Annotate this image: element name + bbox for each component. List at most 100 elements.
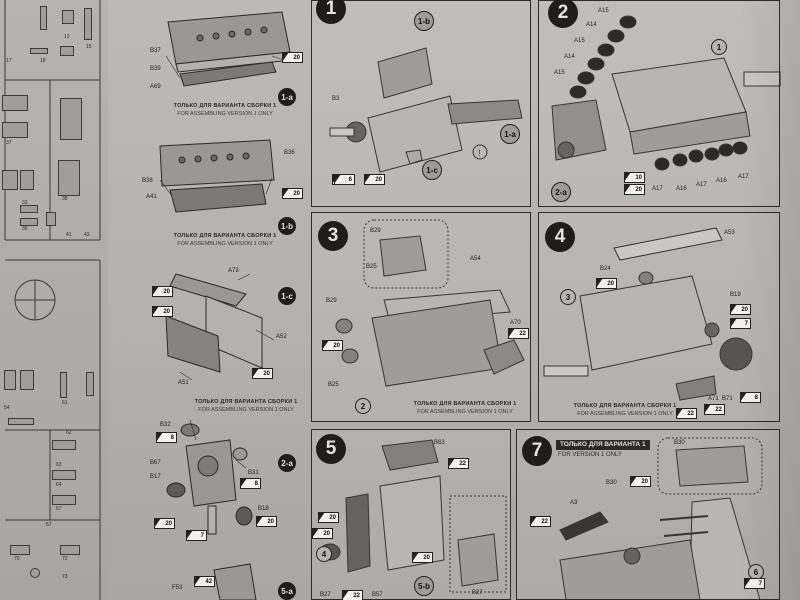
sprue-part bbox=[84, 8, 92, 40]
part-label: A69 bbox=[150, 84, 161, 90]
part-label: A16 bbox=[676, 186, 687, 192]
part-label: B38 bbox=[142, 178, 153, 184]
ref-circle-3: 3 bbox=[560, 289, 576, 305]
sprue-part bbox=[62, 10, 74, 24]
part-label: B37 bbox=[150, 48, 161, 54]
paint-tag: 20 bbox=[152, 306, 173, 317]
paint-tag: 22 bbox=[508, 328, 529, 339]
part-label: A54 bbox=[470, 256, 481, 262]
sprue-label: 67 bbox=[56, 506, 62, 512]
part-label: A17 bbox=[652, 186, 663, 192]
part-label: A3 bbox=[570, 500, 578, 506]
sprue-label: 64 bbox=[56, 482, 62, 488]
part-label: B67 bbox=[150, 460, 161, 466]
paint-tag: 20 bbox=[624, 184, 645, 195]
paint-tag: 20 bbox=[256, 516, 277, 527]
sprue-part bbox=[86, 372, 94, 396]
sprue-label: 62 bbox=[66, 430, 72, 436]
sprue-part bbox=[4, 370, 16, 390]
paint-tag: 7 bbox=[186, 530, 207, 541]
sprue-part bbox=[52, 440, 76, 450]
part-label: A53 bbox=[724, 230, 735, 236]
sprue-part bbox=[10, 545, 30, 555]
step-number-3: 3 bbox=[318, 221, 348, 251]
paint-tag: 20 bbox=[282, 52, 303, 63]
part-label: B30 bbox=[674, 440, 685, 446]
sprue-part bbox=[30, 568, 40, 578]
sprue-part bbox=[20, 205, 38, 213]
sprue-label: 57 bbox=[46, 522, 52, 528]
step-1-panel bbox=[311, 0, 531, 207]
paint-tag: 20 bbox=[282, 188, 303, 199]
part-label: B18 bbox=[258, 506, 269, 512]
paint-tag: 22 bbox=[676, 408, 697, 419]
part-label: B29 bbox=[370, 228, 381, 234]
paint-tag: 20 bbox=[154, 518, 175, 529]
ref-circle-2: 2 bbox=[355, 398, 371, 414]
inset-ref-1a: 1-a bbox=[500, 124, 520, 144]
paint-tag: 20 bbox=[596, 278, 617, 289]
part-label: A52 bbox=[276, 334, 287, 340]
sprue-part bbox=[60, 372, 67, 398]
paint-tag: 10 bbox=[624, 172, 645, 183]
paint-tag: 20 bbox=[730, 304, 751, 315]
paint-tag: 20 bbox=[252, 368, 273, 379]
part-label: B24 bbox=[600, 266, 611, 272]
sprue-part bbox=[2, 170, 18, 190]
sub-step-1a: 1-a bbox=[278, 88, 296, 106]
step-number-2: 2 bbox=[548, 0, 578, 28]
attention-icon bbox=[472, 144, 488, 160]
paint-tag: 20 bbox=[312, 528, 333, 539]
part-label: A17 bbox=[738, 174, 749, 180]
inset-ref-2a: 2-a bbox=[551, 182, 571, 202]
sprue-label: 41 bbox=[66, 232, 72, 238]
sprue-part bbox=[58, 160, 80, 196]
version-banner-7-en: FOR VERSION 1 ONLY bbox=[558, 452, 622, 458]
sprue-label: 37 bbox=[6, 140, 12, 146]
sprue-part bbox=[40, 6, 47, 30]
paint-tag: 20 bbox=[322, 340, 343, 351]
part-label: A41 bbox=[146, 194, 157, 200]
version-note-1a: ТОЛЬКО ДЛЯ ВАРИАНТА СБОРКИ 1 FOR ASSEMBL… bbox=[173, 103, 277, 117]
inset-ref-1b: 1-b bbox=[414, 11, 434, 31]
part-label: B25 bbox=[328, 382, 339, 388]
part-label: B29 bbox=[326, 298, 337, 304]
sprue-label: 18 bbox=[40, 58, 46, 64]
sprue-diagram: 17 18 12 15 37 33 35 38 41 43 54 61 62 6… bbox=[0, 0, 108, 600]
paint-tag: 22 bbox=[342, 590, 363, 600]
paint-tag: 20 bbox=[318, 512, 339, 523]
paint-tag: 8 bbox=[240, 478, 261, 489]
paint-tag: 7 bbox=[744, 578, 765, 589]
sprue-part bbox=[52, 495, 76, 505]
sprue-label: 54 bbox=[4, 405, 10, 411]
inset-ref-5b: 5-b bbox=[414, 576, 434, 596]
version-note-1b: ТОЛЬКО ДЛЯ ВАРИАНТА СБОРКИ 1 FOR ASSEMBL… bbox=[173, 233, 277, 247]
sprue-part bbox=[2, 122, 28, 138]
sub-step-2a: 2-a bbox=[278, 454, 296, 472]
sprue-label: 12 bbox=[64, 34, 70, 40]
sprue-part bbox=[2, 95, 28, 111]
part-label: A51 bbox=[178, 380, 189, 386]
sprue-part bbox=[20, 218, 38, 226]
sprue-part bbox=[20, 370, 34, 390]
part-label: A71 bbox=[708, 396, 719, 402]
part-label: B25 bbox=[366, 264, 377, 270]
paint-tag: 8 bbox=[156, 432, 177, 443]
part-label: B71 bbox=[722, 396, 733, 402]
sub-step-1b: 1-b bbox=[278, 217, 296, 235]
part-label: A17 bbox=[696, 182, 707, 188]
sprue-label: 43 bbox=[84, 232, 90, 238]
paint-tag: 7 bbox=[730, 318, 751, 329]
part-label: B3 bbox=[332, 96, 340, 102]
sprue-part bbox=[60, 98, 82, 140]
sprue-part bbox=[30, 48, 48, 54]
sub-step-1c: 1-c bbox=[278, 287, 296, 305]
sprue-label: 15 bbox=[86, 44, 92, 50]
sprue-frame-lines bbox=[4, 0, 101, 600]
sub-step-5a: 5-a bbox=[278, 582, 296, 600]
part-label: A16 bbox=[716, 178, 727, 184]
part-label: A15 bbox=[598, 8, 609, 14]
part-label: B27 bbox=[320, 592, 331, 598]
